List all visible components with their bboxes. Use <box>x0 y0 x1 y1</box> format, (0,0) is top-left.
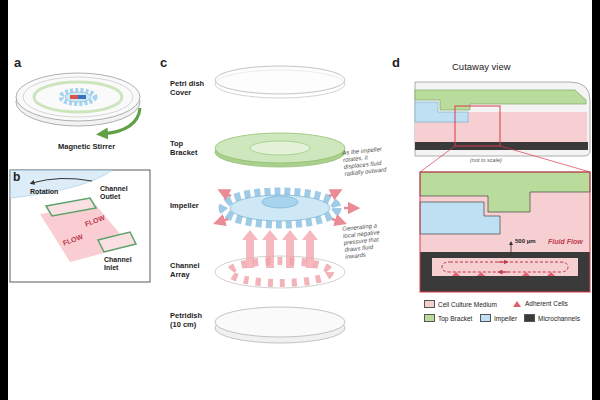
flow-arrow <box>500 272 508 273</box>
magnet-pole <box>70 95 78 99</box>
annotation: As the impeller rotates, it displaces fl… <box>342 145 391 177</box>
outflow-arrow <box>219 219 228 222</box>
legend-item: Adherent Cells <box>512 300 568 307</box>
flow-label: Fluid Flow <box>548 238 583 246</box>
part-label: Top Bracket <box>170 140 212 157</box>
microchannel <box>432 258 578 276</box>
legend-symbol <box>512 300 522 307</box>
detail-box <box>10 170 150 282</box>
outflow-arrow <box>223 192 231 196</box>
outflow-arrow <box>344 207 354 210</box>
legend-item: Cell Culture Medium <box>424 300 497 308</box>
zoom-leader <box>420 146 455 172</box>
impeller <box>415 102 468 122</box>
petri-dish <box>215 307 345 337</box>
legend-swatch <box>424 300 435 308</box>
impeller-region <box>11 171 113 199</box>
culture-medium <box>420 172 590 292</box>
part-label: Impeller <box>170 202 199 211</box>
outflow-arrow <box>329 192 337 196</box>
channel-inlet <box>98 232 136 252</box>
scale-note: (not to scale) <box>470 157 502 163</box>
dimension-arrow <box>511 243 512 257</box>
rotation-arrow <box>102 108 140 134</box>
legend-swatch <box>524 314 535 322</box>
inflow-arrow <box>302 230 318 268</box>
panel-letter: b <box>13 171 20 185</box>
part-label: Channel Array <box>170 262 212 279</box>
dimension-label: 500 μm <box>515 238 536 245</box>
impeller-body <box>65 92 91 102</box>
inflow-arrow <box>242 230 258 268</box>
zoom-leader <box>500 146 590 172</box>
adherent-cell <box>522 272 530 276</box>
part-label: Channel Inlet <box>104 256 144 272</box>
panel-letter: d <box>392 56 400 71</box>
impeller-hub <box>262 196 298 208</box>
legend-item: Microchannels <box>524 314 580 322</box>
legend-text: Top Bracket <box>438 315 472 322</box>
panel-letter: c <box>160 56 167 71</box>
side-bar <box>0 0 8 400</box>
adherent-cell <box>477 272 485 276</box>
legend-swatch <box>480 314 491 322</box>
legend-text: Cell Culture Medium <box>438 301 497 308</box>
top-bracket <box>215 133 345 163</box>
legend-item: Top Bracket <box>424 314 472 322</box>
inflow-arrow <box>262 230 278 268</box>
annotation: Generating a local negative pressure tha… <box>342 221 391 260</box>
impeller <box>420 202 500 234</box>
side-bar <box>592 0 600 400</box>
bracket-opening <box>250 141 310 155</box>
legend-swatch <box>424 314 435 322</box>
impeller-body <box>230 195 330 221</box>
microchannels <box>230 261 330 283</box>
part-label: Petri dish Cover <box>170 80 212 97</box>
dish-rim <box>23 77 133 117</box>
channel-array <box>215 256 345 288</box>
zoom-frame <box>420 172 590 292</box>
microchannel-layer <box>415 142 588 150</box>
dish-cover <box>215 66 345 94</box>
adherent-cell <box>452 272 460 276</box>
part-label: Channel Outlet <box>100 185 144 201</box>
part-label: Rotation <box>30 188 58 196</box>
bracket-ring <box>34 82 122 112</box>
adherent-cell <box>513 301 521 307</box>
panel-letter: a <box>14 56 21 71</box>
view-title: Cutaway view <box>452 62 511 73</box>
part-label: Magnetic Stirrer <box>58 143 115 152</box>
outflow-arrow <box>332 219 341 222</box>
magnet-pole <box>78 95 86 99</box>
legend-text: Microchannels <box>538 315 580 322</box>
microchannel-layer <box>420 252 590 292</box>
flow-arrow <box>498 262 506 263</box>
legend-text: Impeller <box>494 315 517 322</box>
impeller-blades <box>223 192 337 224</box>
channel-outlet <box>46 198 96 216</box>
adherent-cell <box>547 272 555 276</box>
impeller-teeth <box>61 91 95 104</box>
rotation-arrow <box>32 178 92 183</box>
part-label: Petridish (10 cm) <box>170 312 212 329</box>
flow-loop <box>442 262 568 272</box>
legend-item: Impeller <box>480 314 517 322</box>
legend-text: Adherent Cells <box>525 300 568 307</box>
zoom-highlight <box>455 106 500 146</box>
petri-dish <box>16 73 140 121</box>
dish-section <box>415 82 590 156</box>
inflow-arrow <box>282 230 298 268</box>
